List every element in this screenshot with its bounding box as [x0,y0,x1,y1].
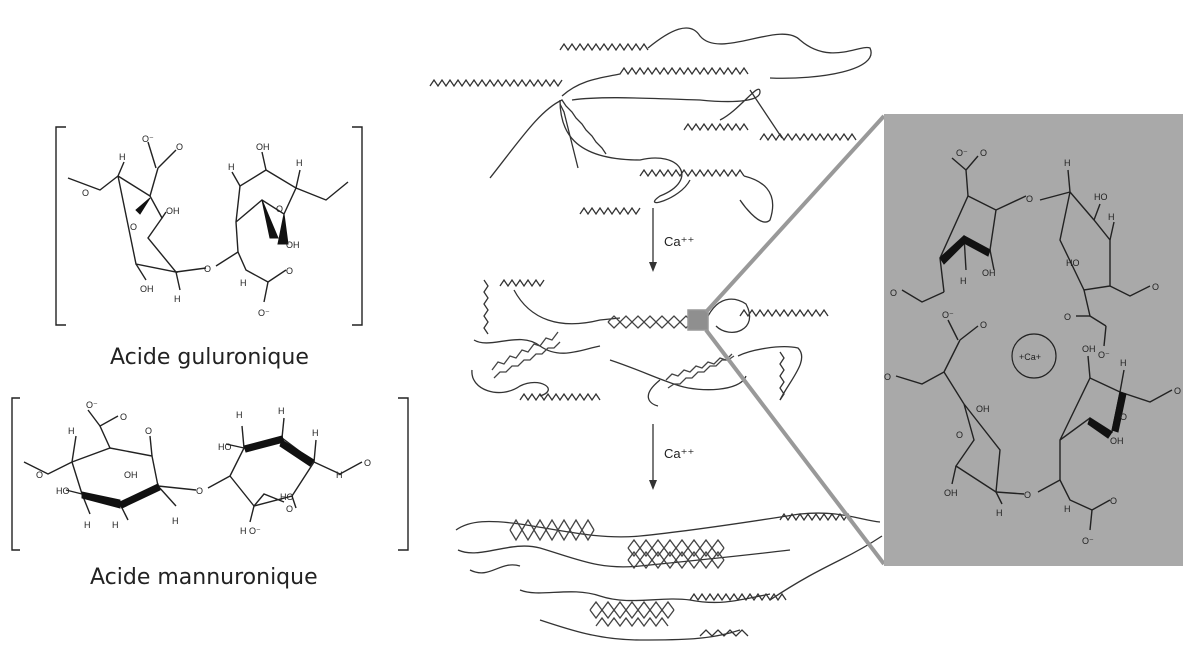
arrow-step-2: Ca⁺⁺ [649,424,694,490]
atom-ho: HO [1094,192,1108,202]
atom-o: O [176,142,183,152]
polymer-chain-network: Ca⁺⁺ [429,27,883,641]
right-bracket [398,397,409,551]
guluronic-acid-structure: O⁻ O H O OH O OH H O OH H H O OH H O O⁻ … [55,126,363,370]
atom-h: H [228,162,235,172]
atom-h: H [236,410,243,420]
junction-zone [589,600,675,628]
right-bracket [352,126,363,326]
atom-oh: OH [982,268,996,278]
atom-o: O [120,412,127,422]
crosslinked-gel-stage [455,512,883,641]
atom-ho: HO [218,442,232,452]
atom-h: H [1108,212,1115,222]
zoom-connector [704,114,886,566]
atom-o: O [1064,312,1071,322]
atom-h: H [278,406,285,416]
atom-h: H [1064,158,1071,168]
atom-o: O [980,148,987,158]
atom-o: O [1024,490,1031,500]
atom-oh: OH [1082,344,1096,354]
atom-o: O [130,222,137,232]
atom-o: O [82,188,89,198]
atom-o-minus: O⁻ [86,400,98,410]
partial-crosslink-stage [471,278,829,407]
atom-o: O [145,426,152,436]
atom-o-minus: O⁻ [956,148,968,158]
atom-h: H [112,520,119,530]
atom-o: O [1026,194,1033,204]
atom-h: H [312,428,319,438]
atom-o: O [1120,412,1127,422]
atom-o: O [286,266,293,276]
atom-o-minus: O⁻ [258,308,270,318]
atom-o: O [364,458,371,468]
atom-h: H [172,516,179,526]
atom-o: O [204,264,211,274]
atom-o-minus: O⁻ [1098,350,1110,360]
atom-h-o-minus: H O⁻ [240,526,261,536]
free-chains-stage [429,27,872,223]
atom-oh: OH [256,142,270,152]
atom-oh: OH [166,206,180,216]
arrow-step-1: Ca⁺⁺ [649,208,694,272]
calcium-ion-label: +Ca+ [1019,352,1041,362]
atom-h: H [240,278,247,288]
atom-o: O [196,486,203,496]
atom-o: O [980,320,987,330]
atom-h: H [996,508,1003,518]
atom-oh: OH [944,488,958,498]
calcium-ion [1011,333,1057,379]
atom-h: H [960,276,967,286]
calcium-label-2: Ca⁺⁺ [664,446,694,461]
atom-o: O [286,504,293,514]
atom-o: O [890,288,897,298]
atom-o: O [276,204,283,214]
calcium-label-1: Ca⁺⁺ [664,234,694,249]
atom-oh: OH [1110,436,1124,446]
mannuronic-acid-structure: O⁻ O H O O HO H OH H H O H H HO H H O O … [11,397,409,590]
atom-oh: OH [286,240,300,250]
atom-h: H [1064,504,1071,514]
guluronic-acid-caption: Acide guluronique [110,345,309,370]
atom-ho: HO [56,486,70,496]
atom-o-minus: O⁻ [1082,536,1094,546]
atom-ho: HO [1066,258,1080,268]
atom-o: O [36,470,43,480]
atom-o: O [1110,496,1117,506]
atom-o: O [1174,386,1181,396]
atom-o-minus: O⁻ [942,310,954,320]
junction-zone [509,518,595,542]
atom-oh: OH [976,404,990,414]
atom-h: H [119,152,126,162]
inset-panel [884,114,1183,566]
atom-h: H [84,520,91,530]
junction-zone [627,538,725,570]
atom-oh: OH [124,470,138,480]
egg-box-inset: +Ca+ O⁻ O O H OH O H HO H HO O O O⁻ O⁻ O [884,114,1183,566]
junction-zone [491,331,561,379]
zoom-selection-box [687,309,709,331]
left-bracket [55,126,66,326]
atom-h: H [1120,358,1127,368]
atom-h: H [174,294,181,304]
atom-oh: OH [140,284,154,294]
junction-zone [665,353,735,389]
mannuronic-acid-caption: Acide mannuronique [90,565,318,590]
left-bracket [11,397,20,551]
atom-o: O [1152,282,1159,292]
atom-h: H [336,470,343,480]
atom-o: O [884,372,891,382]
atom-ho: HO [280,492,294,502]
atom-h: H [296,158,303,168]
atom-o: O [956,430,963,440]
atom-o-minus: O⁻ [142,134,154,144]
atom-h: H [68,426,75,436]
